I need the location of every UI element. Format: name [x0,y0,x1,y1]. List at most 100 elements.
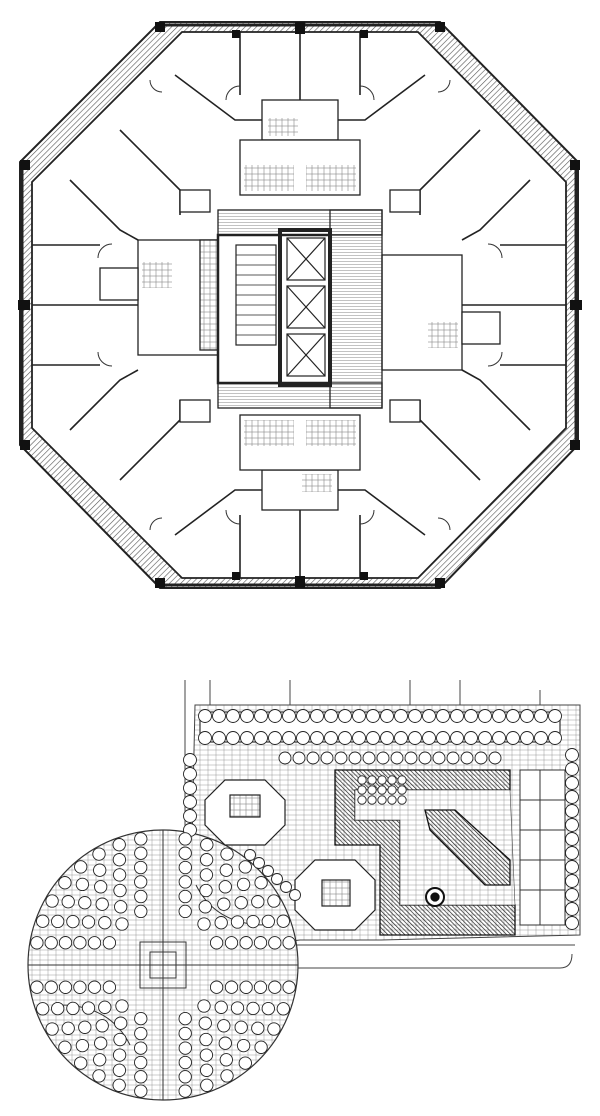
tree-canopy [66,914,80,929]
tree-canopy [183,767,197,781]
tree-canopy [178,1011,192,1026]
tree-canopy [199,883,213,898]
tree-canopy [450,731,464,745]
tree-canopy [58,936,73,950]
tree-canopy [565,846,579,860]
tree-canopy [464,731,478,745]
tree-canopy [102,936,117,950]
tree-canopy [261,1001,275,1016]
tree-canopy [224,980,239,994]
tree-canopy [310,709,324,723]
tree-canopy [254,731,268,745]
tree-canopy [565,790,579,804]
tree-canopy [268,709,282,723]
tree-canopy [534,709,548,723]
tree-canopy [377,775,387,785]
tree-canopy [200,1078,214,1092]
east-building-block [519,769,566,926]
tree-canopy [219,863,233,877]
tree-canopy [244,849,256,861]
tree-canopy [134,1055,148,1070]
tree-canopy [95,1019,109,1033]
tree-canopy [520,709,534,723]
tree-canopy [134,889,148,904]
tree-canopy [178,846,192,860]
tree-canopy [95,897,109,911]
tree-canopy [324,731,338,745]
tree-canopy [296,731,310,745]
tree-canopy [198,1016,212,1030]
tree-canopy [112,853,127,867]
tower-floor-plan [18,21,582,589]
tree-canopy [565,776,579,790]
tree-canopy [93,1053,107,1067]
tree-canopy [198,900,212,914]
tree-canopy [183,795,197,809]
tree-canopy [51,1001,65,1016]
tree-canopy [212,709,226,723]
tree-canopy [267,894,281,908]
tree-canopy [474,751,488,765]
tree-canopy [178,860,192,875]
tree-canopy [292,751,306,765]
tree-canopy [58,1040,72,1054]
tree-canopy [199,868,214,882]
tree-canopy [464,709,478,723]
tree-canopy [366,731,380,745]
tree-canopy [478,731,492,745]
tree-canopy [289,889,301,901]
tree-canopy [506,731,520,745]
tree-canopy [397,795,407,805]
tree-canopy [92,1069,106,1083]
tree-canopy [565,804,579,818]
tree-canopy [324,709,338,723]
tree-canopy [450,709,464,723]
tree-canopy [74,860,88,874]
tree-canopy [214,1000,228,1014]
bath-tiles [142,118,458,492]
tree-canopy [492,731,506,745]
tree-canopy [199,1032,213,1047]
tree-canopy [565,832,579,846]
tree-canopy [387,775,397,785]
tree-canopy [376,751,390,765]
tree-canopy [251,895,265,909]
tree-canopy [348,751,362,765]
tree-canopy [134,1084,148,1098]
tree-canopy [75,877,90,892]
tree-canopy [565,818,579,832]
tree-canopy [565,860,579,874]
tree-canopy [397,785,407,795]
tree-canopy [178,1041,192,1055]
tree-canopy [565,748,579,762]
tree-canopy [276,914,290,928]
tree-canopy [58,876,72,890]
tree-canopy [397,775,407,785]
tree-canopy [75,1038,90,1053]
tree-canopy [394,709,408,723]
tree-canopy [134,904,148,919]
tree-canopy [197,999,211,1013]
tree-canopy [178,1026,192,1041]
tree-canopy [239,980,253,994]
tree-canopy [66,1001,80,1016]
tree-canopy [488,751,502,765]
tree-canopy [134,1041,148,1055]
tree-canopy [220,847,234,861]
tree-canopy [61,1021,75,1035]
tree-canopy [436,731,450,745]
tree-canopy [73,980,87,994]
tree-canopy [282,731,296,745]
tree-canopy [362,751,376,765]
tree-canopy [261,914,275,929]
tree-canopy [380,709,394,723]
tree-canopy [98,916,112,930]
tree-canopy [114,1016,128,1030]
tree-canopy [254,709,268,723]
tree-canopy [198,709,212,723]
tree-canopy [357,775,367,785]
tree-canopy [51,914,65,929]
tree-canopy [73,936,87,950]
tree-canopy [390,751,404,765]
